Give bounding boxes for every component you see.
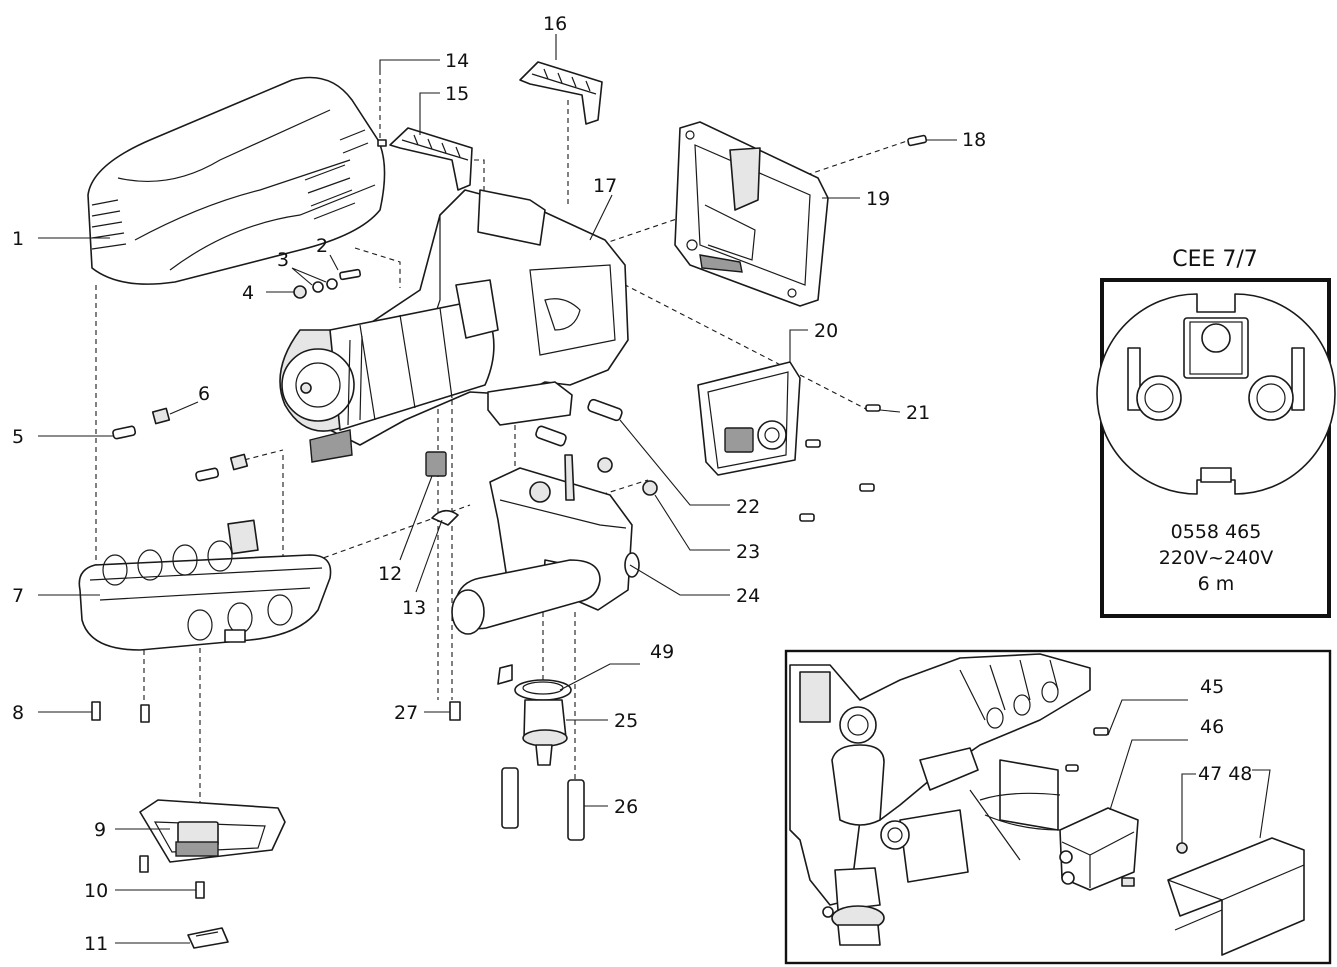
callout-18: 18 [962,129,986,151]
callout-23: 23 [736,541,760,563]
part-49-bracket [497,664,572,701]
callout-13: 13 [402,597,426,619]
part-23-nut [597,457,658,496]
callout-16: 16 [543,13,567,35]
callout-5: 5 [12,426,24,448]
part-9-electronics-pan [139,799,286,863]
cover-vents-left [91,199,127,250]
callout-25: 25 [614,710,638,732]
callout-47-48: 47 48 [1198,763,1252,785]
frame-foot [487,381,573,426]
inset-pump-view [789,653,1091,946]
callout-45: 45 [1200,676,1224,698]
callout-19: 19 [866,188,890,210]
callout-2: 2 [316,235,328,257]
part-7-base-tray [78,519,332,651]
plug-code: 0558 465 [1171,521,1262,543]
callout-22: 22 [736,496,760,518]
part-1-top-cover [87,76,386,285]
callout-27: 27 [394,702,418,724]
callout-10: 10 [84,880,108,902]
callout-17: 17 [593,175,617,197]
part-18-screw [907,134,928,147]
part-46-electrical-box [1059,807,1139,891]
callout-6: 6 [198,383,210,405]
callout-26: 26 [614,796,638,818]
callout-leaders [38,34,957,944]
part-21-screw [799,404,881,522]
callout-15: 15 [445,83,469,105]
callout-12: 12 [378,563,402,585]
cover-vents-right [304,129,369,220]
callout-4: 4 [242,282,254,304]
plug-voltage: 220V~240V [1159,547,1273,569]
plug-title: CEE 7/7 [1172,247,1258,272]
callout-11: 11 [84,933,108,955]
part-12-13-switch-clip [425,451,459,526]
schuko-plug-face-icon [1096,293,1336,495]
part-8-10-screws [91,701,461,899]
callout-numbers: 1 2 3 4 5 6 7 8 9 10 11 12 13 14 15 16 1… [12,13,986,955]
part-26-long-bolts [501,767,585,841]
callout-46: 46 [1200,716,1224,738]
part-14-pin [377,139,387,147]
part-16-front-handle [519,61,603,125]
part-20-control-panel [697,361,801,476]
plug-info-box: CEE 7/7 0558 465 220V~240V 6 m [1096,247,1336,618]
callout-1: 1 [12,228,24,250]
part-24-pump-block [451,454,640,635]
callout-3: 3 [277,249,289,271]
part-11-small-board [187,927,229,949]
callout-8: 8 [12,702,24,724]
part-22-bolt [535,398,623,447]
callout-21: 21 [906,402,930,424]
part-15-rear-handle [389,127,473,191]
part-2-3-4-fasteners [293,268,362,299]
callout-9: 9 [94,819,106,841]
callout-24: 24 [736,585,760,607]
callout-49: 49 [650,641,674,663]
inset-detail-box: 45 46 47 48 [784,649,1332,965]
part-5-6-bolt-nut [112,407,249,482]
part-45-screw [1065,727,1109,772]
plug-cable-length: 6 m [1198,573,1235,595]
part-19-rear-panel [674,121,829,307]
motor-assembly [279,279,499,463]
callout-14: 14 [445,50,469,72]
callout-20: 20 [814,320,838,342]
part-25-valve [522,699,568,766]
part-47-48-cover [1167,837,1305,956]
callout-7: 7 [12,585,24,607]
